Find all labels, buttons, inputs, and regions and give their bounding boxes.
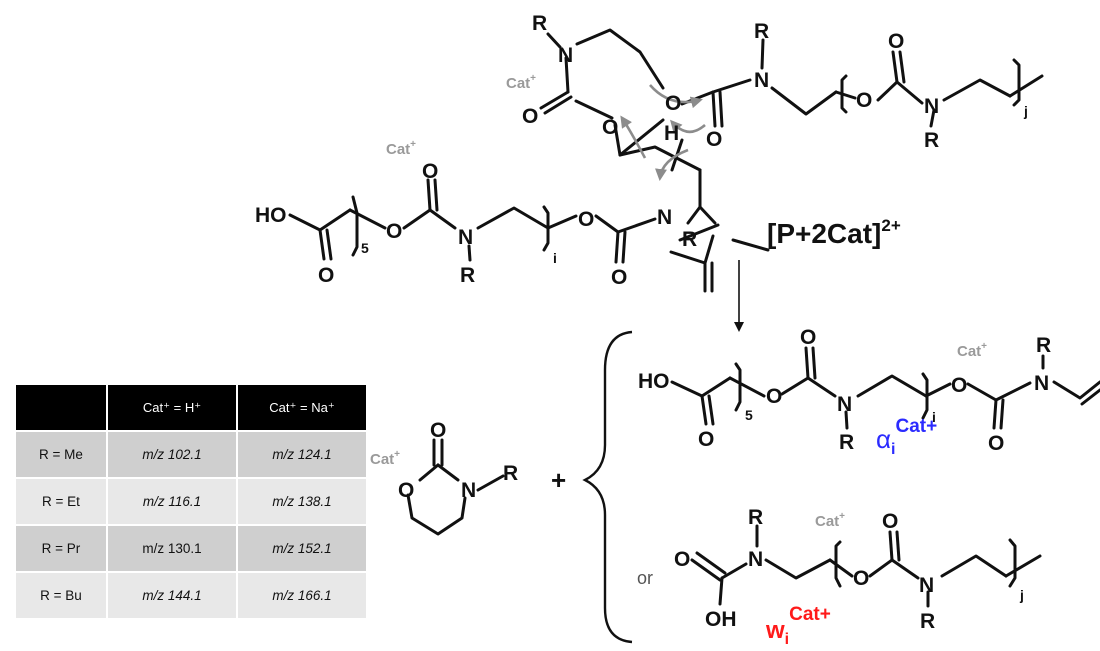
r-label: R	[920, 610, 935, 633]
table-header-cell	[16, 385, 106, 430]
w-fragment-label: wiCat+	[765, 604, 831, 648]
electron-push-arrows	[620, 84, 706, 181]
oxygen-label: O	[578, 208, 594, 231]
ion-mass-table: Cat⁺ = H⁺ Cat⁺ = Na⁺ R = Me m/z 102.1 m/…	[14, 383, 368, 620]
table-cell-na: m/z 124.1	[238, 432, 366, 477]
nitrogen-label: N	[919, 574, 934, 597]
subscript-i: i	[553, 250, 557, 266]
oxygen-label: O	[856, 89, 872, 112]
oxygen-label: O	[988, 432, 1004, 455]
oxygen-label: O	[398, 479, 414, 502]
hydrogen-label: H	[664, 122, 679, 145]
r-label: R	[682, 228, 697, 251]
oxygen-label: O	[706, 128, 722, 151]
r-label: R	[503, 462, 518, 485]
oxygen-label: O	[430, 419, 446, 442]
table-cell-na: m/z 138.1	[238, 479, 366, 524]
table-cell-na: m/z 166.1	[238, 573, 366, 618]
nitrogen-label: N	[458, 226, 473, 249]
table-cell-r: R = Me	[16, 432, 106, 477]
or-label: or	[637, 568, 653, 588]
cation-label: Cat+	[815, 511, 845, 530]
table-cell-na: m/z 152.1	[238, 526, 366, 571]
nitrogen-label: N	[558, 44, 573, 67]
table-cell-h: m/z 130.1	[108, 526, 236, 571]
subscript-5: 5	[745, 407, 753, 423]
oxygen-label: O	[602, 116, 618, 139]
cation-label: Cat+	[370, 449, 400, 468]
hydroxyl-label: HO	[638, 370, 670, 393]
table-cell-h: m/z 102.1	[108, 432, 236, 477]
oxygen-label: O	[611, 266, 627, 289]
r-label: R	[754, 20, 769, 43]
table-cell-h: m/z 116.1	[108, 479, 236, 524]
nitrogen-label: N	[461, 479, 476, 502]
r-label: R	[839, 431, 854, 454]
table-row: R = Bu m/z 144.1 m/z 166.1	[16, 573, 366, 618]
hydroxyl-label: HO	[255, 204, 287, 227]
nitrogen-label: N	[837, 393, 852, 416]
r-label: R	[1036, 334, 1051, 357]
nitrogen-label: N	[754, 69, 769, 92]
table-cell-r: R = Pr	[16, 526, 106, 571]
table-row: R = Me m/z 102.1 m/z 124.1	[16, 432, 366, 477]
subscript-5: 5	[361, 240, 369, 256]
oxygen-label: O	[674, 548, 690, 571]
table-header-cell: Cat⁺ = Na⁺	[238, 385, 366, 430]
alpha-fragment-label: αiCat+	[876, 416, 937, 458]
w-fragment-structure	[690, 524, 1042, 608]
cation-label: Cat+	[957, 341, 987, 360]
r-label: R	[460, 264, 475, 287]
cation-label: Cat+	[506, 73, 536, 92]
hydroxyl-label: OH	[705, 608, 737, 631]
curly-brace	[582, 330, 633, 644]
alpha-fragment-structure	[670, 346, 1100, 430]
table-header-row: Cat⁺ = H⁺ Cat⁺ = Na⁺	[16, 385, 366, 430]
oxygen-label: O	[800, 326, 816, 349]
table-cell-r: R = Et	[16, 479, 106, 524]
oxygen-label: O	[766, 385, 782, 408]
oxygen-label: O	[386, 220, 402, 243]
table-header-cell: Cat⁺ = H⁺	[108, 385, 236, 430]
oxygen-label: O	[882, 510, 898, 533]
oxazolidinone-structure	[406, 438, 505, 536]
cation-label: Cat+	[386, 139, 416, 158]
nitrogen-label: N	[748, 548, 763, 571]
r-label: R	[924, 129, 939, 152]
table-cell-r: R = Bu	[16, 573, 106, 618]
oxygen-label: O	[522, 105, 538, 128]
table-row: R = Pr m/z 130.1 m/z 152.1	[16, 526, 366, 571]
subscript-i: i	[932, 409, 936, 425]
oxygen-label: O	[318, 264, 334, 287]
table-row: R = Et m/z 116.1 m/z 138.1	[16, 479, 366, 524]
plus-sign: +	[551, 465, 566, 495]
oxygen-label: O	[951, 374, 967, 397]
subscript-j: j	[1023, 103, 1028, 119]
oxygen-label: O	[888, 30, 904, 53]
oxygen-label: O	[853, 567, 869, 590]
nitrogen-label: N	[924, 95, 939, 118]
nitrogen-label: N	[1034, 372, 1049, 395]
oxygen-label: O	[698, 428, 714, 451]
r-label: R	[748, 506, 763, 529]
precursor-ion-label: [P+2Cat]2+	[767, 216, 901, 249]
precursor-structure	[288, 28, 1044, 293]
table-cell-h: m/z 144.1	[108, 573, 236, 618]
r-label: R	[532, 12, 547, 35]
oxygen-label: O	[665, 92, 681, 115]
subscript-j: j	[1019, 587, 1024, 603]
oxygen-label: O	[422, 160, 438, 183]
nitrogen-label: N	[657, 206, 672, 229]
